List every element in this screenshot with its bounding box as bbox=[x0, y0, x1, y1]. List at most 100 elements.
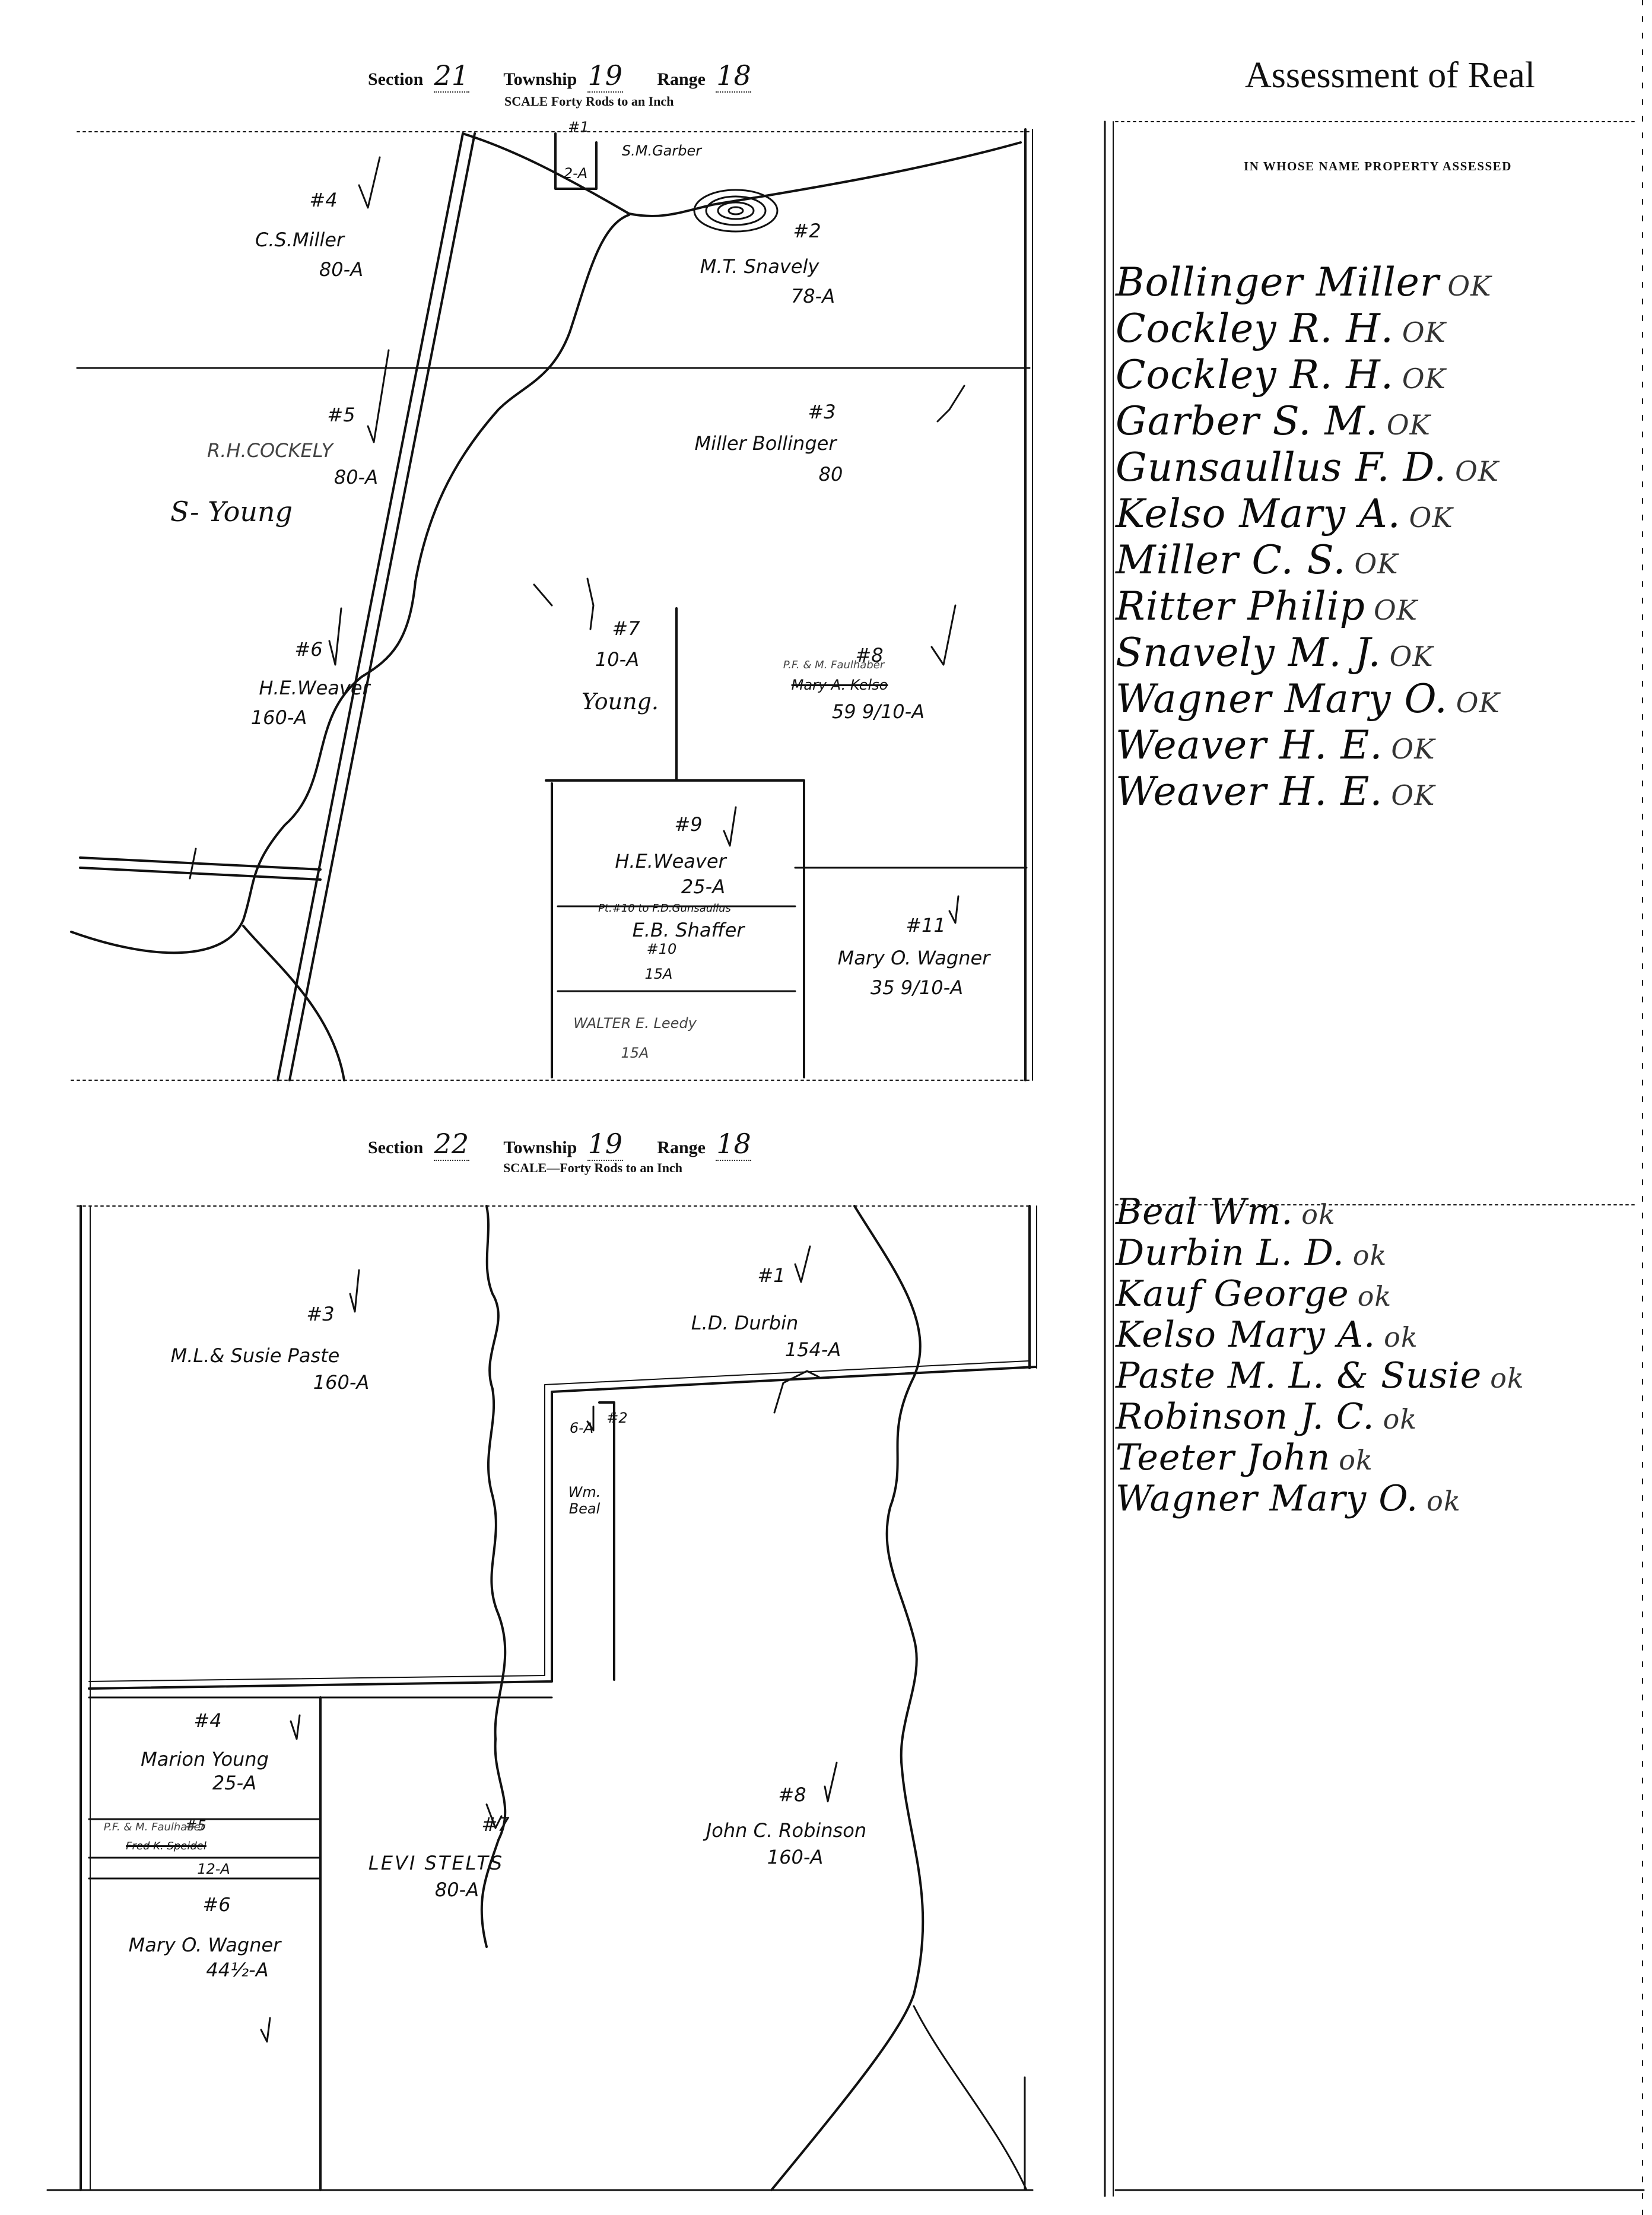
pond-icon bbox=[693, 189, 779, 233]
bottom-map-stream-left bbox=[480, 1205, 507, 1948]
ok-mark: ok bbox=[1352, 1239, 1387, 1271]
township-value: 19 bbox=[587, 1128, 623, 1161]
parcel-5-number: #5 bbox=[327, 404, 355, 426]
parcel-11-number: #11 bbox=[906, 914, 946, 937]
assessee-entry: Kelso Mary A.OK bbox=[1116, 493, 1500, 539]
township-label: Township bbox=[503, 69, 577, 89]
b-parcel-5-struck-owner: Fred K. Speidel bbox=[126, 1840, 206, 1852]
top-map-header: Section 21 Township 19 Range 18 bbox=[368, 59, 757, 93]
top-map-road-2 bbox=[288, 132, 476, 1081]
b-parcel-1-number: #1 bbox=[757, 1264, 786, 1287]
b-parcel-1-area: 154-A bbox=[784, 1338, 841, 1361]
assessee-name: Kelso Mary A. bbox=[1116, 491, 1401, 537]
assessee-name: Cockley R. H. bbox=[1116, 306, 1394, 351]
assessee-name: Wagner Mary O. bbox=[1116, 1478, 1419, 1519]
assessee-name: Weaver H. E. bbox=[1116, 769, 1383, 814]
parcel-3-number: #3 bbox=[808, 401, 836, 423]
assessee-name: Paste M. L. & Susie bbox=[1116, 1355, 1482, 1397]
ok-mark: ok bbox=[1339, 1444, 1373, 1476]
assessee-name: Bollinger Miller bbox=[1116, 259, 1440, 305]
assessment-column-header: IN WHOSE NAME PROPERTY ASSESSED bbox=[1244, 159, 1512, 173]
ok-mark: ok bbox=[1384, 1321, 1418, 1353]
b-parcel-5-owner: P.F. & M. Faulhaber bbox=[103, 1821, 205, 1833]
b-parcel-4-owner: Marion Young bbox=[141, 1748, 269, 1770]
parcel-9-note: Pt.#10 to F.D.Gunsaullus bbox=[598, 902, 731, 915]
assessee-name: Durbin L. D. bbox=[1116, 1232, 1345, 1274]
assessee-name: Cockley R. H. bbox=[1116, 352, 1394, 398]
parcel-6-owner: H.E.Weaver bbox=[259, 677, 370, 699]
assessee-entry: Durbin L. D.ok bbox=[1116, 1234, 1524, 1275]
top-map-creek-boundary bbox=[462, 132, 1022, 217]
parcel-1-owner: S.M.Garber bbox=[621, 142, 702, 159]
parcel-6-area: 160-A bbox=[250, 706, 307, 729]
top-map-scale: SCALE Forty Rods to an Inch bbox=[504, 94, 674, 109]
parcel-9-area: 25-A bbox=[681, 875, 726, 898]
bottom-map-stream-right bbox=[770, 1205, 925, 2191]
b-parcel-7-area: 80-A bbox=[434, 1878, 479, 1901]
assessee-name: Miller C. S. bbox=[1116, 537, 1346, 583]
ok-mark: OK bbox=[1391, 779, 1435, 811]
ok-mark: OK bbox=[1455, 455, 1499, 487]
range-label: Range bbox=[657, 69, 706, 89]
assessee-name: Wagner Mary O. bbox=[1116, 676, 1448, 722]
b-parcel-8-number: #8 bbox=[778, 1784, 806, 1806]
parcel-10-note-area: 15A bbox=[621, 1045, 649, 1061]
ok-mark: OK bbox=[1402, 363, 1446, 395]
assessee-entry: Weaver H. E.OK bbox=[1116, 724, 1500, 770]
assessee-name: Robinson J. C. bbox=[1116, 1396, 1375, 1437]
range-label: Range bbox=[657, 1138, 706, 1157]
assessee-entry: Gunsaullus F. D.OK bbox=[1116, 446, 1500, 493]
assessee-name: Kauf George bbox=[1116, 1273, 1349, 1315]
top-map-stream-branch bbox=[242, 925, 345, 1081]
parcel-4-number: #4 bbox=[309, 189, 338, 211]
ok-mark: OK bbox=[1391, 733, 1435, 765]
assessee-name: Weaver H. E. bbox=[1116, 722, 1383, 768]
section-label: Section bbox=[368, 69, 424, 89]
b-parcel-8-area: 160-A bbox=[767, 1846, 824, 1868]
b-parcel-2-area: 6-A bbox=[569, 1420, 594, 1436]
parcel-7-note: Young. bbox=[581, 688, 659, 715]
parcel-1-number: #1 bbox=[568, 119, 589, 135]
bottom-map-scale: SCALE—Forty Rods to an Inch bbox=[503, 1160, 682, 1175]
parcel-2-owner: M.T. Snavely bbox=[700, 255, 819, 278]
township-value: 19 bbox=[587, 59, 623, 93]
parcel-6-number: #6 bbox=[294, 638, 323, 661]
parcel-9-number: #9 bbox=[674, 813, 703, 836]
b-parcel-7-number: #7 bbox=[481, 1813, 510, 1836]
parcel-8-area: 59 9/10-A bbox=[831, 700, 925, 723]
top-map-road bbox=[277, 132, 464, 1081]
ok-mark: OK bbox=[1409, 502, 1453, 534]
parcel-8-owner: P.F. & M. Faulhaber bbox=[783, 659, 885, 671]
assessee-name: Teeter John bbox=[1116, 1437, 1331, 1478]
assessee-name: Ritter Philip bbox=[1116, 583, 1365, 629]
bottom-map-header: Section 22 Township 19 Range 18 bbox=[368, 1128, 757, 1161]
section-value: 22 bbox=[433, 1128, 469, 1161]
assessee-entry: Miller C. S.OK bbox=[1116, 539, 1500, 585]
parcel-10-owner: E.B. Shaffer bbox=[632, 919, 745, 941]
ok-mark: OK bbox=[1354, 548, 1399, 580]
parcel-8-struck-owner: Mary A. Kelso bbox=[791, 677, 888, 693]
b-parcel-6-owner: Mary O. Wagner bbox=[128, 1934, 281, 1956]
parcel-5-owner: R.H.COCKELY bbox=[206, 439, 333, 462]
parcel-3-area: 80 bbox=[818, 463, 843, 485]
b-parcel-2-owner: Wm. Beal bbox=[568, 1484, 601, 1517]
ok-mark: ok bbox=[1357, 1280, 1392, 1312]
parcel-10-area: 15A bbox=[644, 966, 673, 982]
parcel-11-owner: Mary O. Wagner bbox=[837, 947, 990, 969]
b-parcel-7-owner: LEVI STELTS bbox=[368, 1852, 504, 1874]
assessee-entry: Garber S. M.OK bbox=[1116, 400, 1500, 446]
b-parcel-3-area: 160-A bbox=[313, 1371, 370, 1394]
parcel-11-area: 35 9/10-A bbox=[870, 976, 964, 999]
b-parcel-3-owner: M.L.& Susie Paste bbox=[170, 1344, 340, 1367]
parcel-10-number: #10 bbox=[646, 941, 677, 957]
b-parcel-6-number: #6 bbox=[202, 1893, 231, 1916]
ok-mark: ok bbox=[1383, 1403, 1418, 1435]
section-value: 21 bbox=[433, 59, 469, 93]
